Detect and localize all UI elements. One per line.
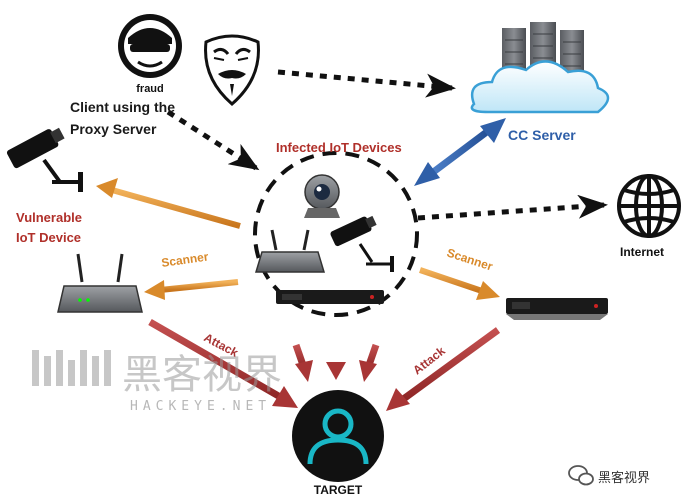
scanner-left-label: Scanner xyxy=(160,249,209,270)
globe-icon xyxy=(617,174,681,238)
arrow-attack-center-1 xyxy=(292,343,313,382)
wifi-router-icon xyxy=(57,253,143,313)
client-label-line2: Proxy Server xyxy=(70,121,157,137)
dvr-device-icon xyxy=(506,298,608,320)
fraud-label: fraud xyxy=(136,83,164,95)
arrow-attack-center-2 xyxy=(326,343,346,380)
watermark-brand: 黑客视界 xyxy=(122,352,282,398)
vulnerable-label: Vulnerable xyxy=(16,210,82,225)
arrow-scanner-left xyxy=(144,279,239,300)
arrow-cc-bidirectional xyxy=(414,118,506,186)
arrow-mask-to-cc xyxy=(277,69,456,98)
arrow-client-to-infected xyxy=(166,109,260,171)
hacker-icon xyxy=(118,14,182,78)
cloud-icon xyxy=(470,60,610,114)
anonymous-mask-icon xyxy=(204,34,260,106)
dvr-device-icon xyxy=(276,290,384,304)
arrow-attack-center-3 xyxy=(359,343,380,382)
arrow-attack-left xyxy=(148,318,298,408)
cc-server-label: CC Server xyxy=(508,127,576,143)
arrow-scanner-right xyxy=(419,267,500,300)
internet-label: Internet xyxy=(620,245,664,259)
arrow-infected-to-internet xyxy=(417,194,608,221)
user-target-icon xyxy=(292,390,384,482)
arrow-infected-to-vulnerable-camera xyxy=(96,178,241,229)
webcam-icon xyxy=(304,174,340,218)
scanner-right-label: Scanner xyxy=(445,246,495,274)
target-label: TARGET xyxy=(314,483,363,497)
client-label: Client using the xyxy=(70,99,175,115)
cctv-camera-icon xyxy=(330,215,394,272)
cctv-camera-icon xyxy=(6,127,83,192)
wechat-icon xyxy=(568,465,594,486)
infected-devices-circle xyxy=(253,151,419,317)
arrow-attack-right xyxy=(386,327,501,411)
watermark-corner: 黑客视界 xyxy=(598,470,650,486)
vulnerable-label-line2: IoT Device xyxy=(16,230,81,245)
infected-devices-label: Infected IoT Devices xyxy=(276,140,402,155)
watermark-site: HACKEYE.NET xyxy=(130,399,271,414)
wifi-router-icon xyxy=(254,229,326,273)
watermark-logo-bars xyxy=(32,350,111,386)
